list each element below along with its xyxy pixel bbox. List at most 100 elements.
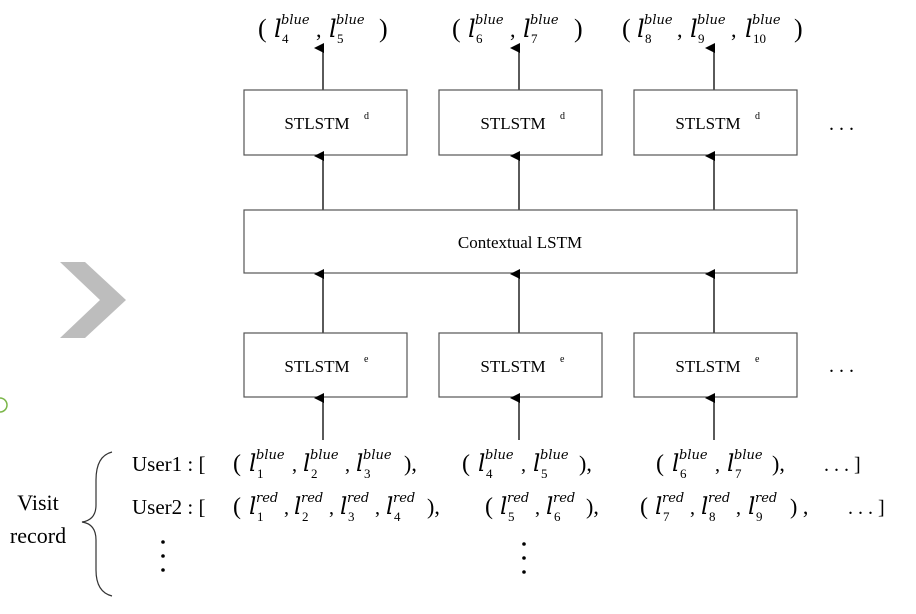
svg-text:blue: blue [310,448,339,463]
vertical-ellipsis-left [161,540,165,572]
user1-row: User1 : [ ( l blue 1 , l blue 2 , l blue… [132,448,861,481]
svg-text:(: ( [462,451,470,477]
svg-text:1: 1 [257,466,264,481]
svg-text:3: 3 [364,466,371,481]
svg-text:): ) [379,14,388,43]
svg-text:red: red [347,491,369,506]
encoder-box-3: STLSTM e [633,332,798,398]
svg-text:red: red [708,491,730,506]
svg-text:blue: blue [281,13,310,28]
svg-text:blue: blue [540,448,569,463]
svg-text:. . . ]: . . . ] [824,454,861,476]
svg-text:,: , [345,454,350,476]
svg-text:,: , [736,497,741,519]
svg-text:l: l [478,451,485,477]
svg-text:(: ( [233,494,241,520]
encoder-box-2: STLSTM e [438,332,603,398]
svg-text:,: , [535,497,540,519]
visit-record-line1: Visit [17,490,58,515]
svg-text:): ) [574,14,583,43]
svg-text:l: l [748,494,755,520]
svg-text:9: 9 [698,31,705,46]
svg-text:l: l [533,451,540,477]
svg-text:8: 8 [645,31,652,46]
svg-text:): ) [794,14,803,43]
svg-text:) ,: ) , [790,494,808,519]
svg-text:l: l [690,15,698,43]
svg-text:,: , [316,17,322,42]
svg-text:6: 6 [680,466,687,481]
svg-text:User2 : [: User2 : [ [132,495,205,519]
svg-text:9: 9 [756,509,763,524]
svg-text:,: , [284,497,289,519]
svg-text:4: 4 [282,31,289,46]
decoder-box-1: STLSTM d [243,89,408,156]
svg-text:(: ( [656,451,664,477]
svg-text:blue: blue [485,448,514,463]
svg-text:l: l [386,494,393,520]
svg-text:,: , [292,454,297,476]
svg-text:blue: blue [644,13,673,28]
svg-text:l: l [340,494,347,520]
svg-text:User1 : [: User1 : [ [132,452,205,476]
svg-text:red: red [662,491,684,506]
contextual-lstm-box: Contextual LSTM [243,209,798,274]
svg-text:5: 5 [508,509,515,524]
svg-text:7: 7 [735,466,742,481]
svg-text:,: , [690,497,695,519]
left-brace [81,451,113,597]
svg-text:8: 8 [709,509,716,524]
svg-text:(: ( [233,451,241,477]
svg-text:blue: blue [679,448,708,463]
svg-text:blue: blue [697,13,726,28]
svg-text:e: e [364,354,369,365]
svg-text:l: l [523,15,531,43]
svg-text:4: 4 [394,509,401,524]
svg-text:l: l [637,15,645,43]
svg-text:3: 3 [348,509,355,524]
svg-text:l: l [672,451,679,477]
svg-text:red: red [553,491,575,506]
output-label-2: ( l blue 6 , l blue 7 ) [452,13,583,46]
svg-text:,: , [510,17,516,42]
decoder-box-3: STLSTM d [633,89,798,156]
svg-text:d: d [560,111,565,122]
svg-text:STLSTM: STLSTM [480,114,545,133]
svg-text:. . . ]: . . . ] [848,497,885,519]
svg-text:STLSTM: STLSTM [675,114,740,133]
svg-text:(: ( [485,494,493,520]
svg-text:blue: blue [734,448,763,463]
svg-text:6: 6 [476,31,483,46]
svg-text:),: ), [772,451,785,476]
svg-text:,: , [375,497,380,519]
user2-row: User2 : [ ( l red 1 , l red 2 , l red 3 … [132,491,885,524]
svg-text:(: ( [258,14,267,43]
svg-text:(: ( [452,14,461,43]
svg-text:,: , [521,454,526,476]
output-label-1: ( l blue 4 , l blue 5 ) [258,13,388,46]
svg-text:2: 2 [302,509,309,524]
svg-text:l: l [274,15,282,43]
svg-text:STLSTM: STLSTM [480,357,545,376]
svg-text:4: 4 [486,466,493,481]
svg-text:),: ), [404,451,417,476]
chevron-right-icon [60,262,126,338]
svg-text:red: red [301,491,323,506]
svg-text:l: l [329,15,337,43]
decoder-box-2: STLSTM d [438,89,603,156]
svg-text:l: l [303,451,310,477]
svg-text:l: l [701,494,708,520]
svg-text:7: 7 [663,509,670,524]
svg-text:d: d [364,111,369,122]
svg-text:red: red [393,491,415,506]
svg-text:l: l [356,451,363,477]
svg-text:l: l [249,451,256,477]
svg-text:blue: blue [752,13,781,28]
svg-text:Contextual LSTM: Contextual LSTM [458,233,582,252]
svg-text:l: l [249,494,256,520]
visit-record-line2: record [10,523,66,548]
svg-text:l: l [294,494,301,520]
svg-text:e: e [560,354,565,365]
svg-text:,: , [731,17,737,42]
